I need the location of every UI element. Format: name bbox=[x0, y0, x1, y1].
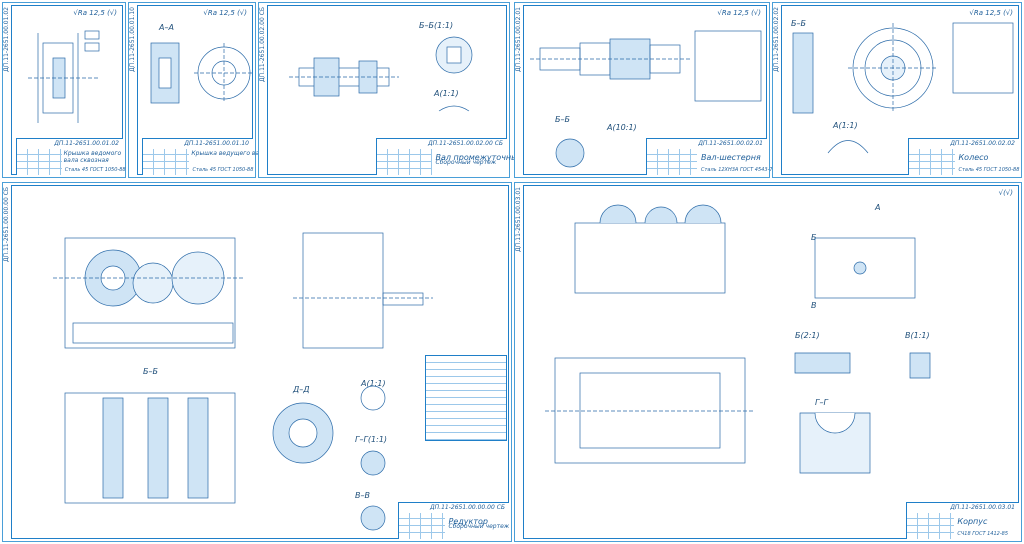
drawing-code: ДП.11-2651.00.00.00 СБ bbox=[429, 504, 505, 511]
drawing-subtitle: Сборочный чертеж bbox=[435, 158, 497, 166]
view-label-a11c: А(1:1) bbox=[361, 379, 386, 388]
drawing-title: Вал промежуточный bbox=[435, 153, 523, 163]
part-drawing bbox=[545, 204, 931, 474]
drawing-sheet-gear-shaft: ДП.11-2651.00.02.01 √Ra 12,5 (√) Б–Б А(1… bbox=[514, 2, 776, 178]
drawing-sheet-housing: ДП.11-2651.00.03.01 √(√) А Б В Б(2:1) В(… bbox=[514, 182, 1022, 542]
drawing-code: ДП.11-2651.00.02.00 СБ bbox=[427, 140, 503, 147]
drawing-code: ДП.11-2651.00.03.01 bbox=[950, 504, 1015, 511]
part-drawing bbox=[792, 22, 1014, 154]
drawing-material: Сталь 45 ГОСТ 1050-88 bbox=[958, 167, 1020, 173]
view-label-bb1: Б–Б(1:1) bbox=[419, 21, 454, 30]
drawing-code: ДП.11-2651.00.01.10 bbox=[184, 140, 249, 147]
view-label-aa: А–А bbox=[159, 23, 174, 32]
roughness-mark: √(√) bbox=[998, 189, 1013, 197]
assembly-drawing bbox=[53, 232, 433, 531]
drawing-title: Колесо bbox=[958, 153, 989, 163]
title-block: ДП.11-2651.00.03.01 Корпус СЧ18 ГОСТ 141… bbox=[906, 502, 1019, 539]
drawing-material: Сталь 45 ГОСТ 1050-88 bbox=[192, 167, 254, 173]
drawing-code: ДП.11-2651.00.02.02 bbox=[950, 140, 1015, 147]
part-drawing bbox=[530, 30, 762, 168]
drawing-title: Крышка ведущего вала bbox=[191, 149, 267, 157]
drawing-sheet-reducer-assembly: ДП.11-2651.00.00.00 СБ Б–Б Д–Д А(1:1) Г–… bbox=[2, 182, 512, 542]
drawing-title: Корпус bbox=[957, 517, 988, 527]
view-label-a11: А(1:1) bbox=[434, 89, 459, 98]
part-drawing bbox=[150, 42, 254, 104]
drawing-title: Крышка ведомого вала сквозная bbox=[63, 149, 122, 164]
drawing-sheet-cover-driven: ДП.11-2651.00.01.02 √Ra 12,5 (√) ДП.11-2… bbox=[2, 2, 126, 178]
drawing-subtitle: Сборочный чертеж bbox=[448, 522, 510, 530]
drawing-material: Сталь 12ХН3А ГОСТ 4543-71 bbox=[701, 167, 776, 173]
title-block: ДП.11-2651.00.01.10 Крышка ведущего вала… bbox=[142, 138, 267, 175]
drawing-code: ДП.11-2651.00.01.02 bbox=[54, 140, 119, 147]
view-label-v: В bbox=[811, 301, 817, 310]
roughness-mark: √Ra 12,5 (√) bbox=[73, 9, 117, 17]
title-block: ДП.11-2651.00.00.00 СБ Редуктор Сборочны… bbox=[398, 502, 509, 539]
assembly-drawing bbox=[289, 36, 473, 112]
roughness-mark: √Ra 12,5 (√) bbox=[969, 9, 1013, 17]
view-label-bb-section: Б–Б bbox=[143, 367, 158, 376]
drawing-sheet-cover-drive: ДП.11-2651.00.01.10 √Ra 12,5 (√) А–А ДП.… bbox=[128, 2, 267, 178]
drawing-sheet-intermediate-shaft: ДП.11-2651.00.02.00 СБ Б–Б(1:1) А(1:1) Д… bbox=[258, 2, 523, 178]
drawing-material: СЧ18 ГОСТ 1412-85 bbox=[957, 531, 1009, 537]
title-block: ДП.11-2651.00.02.01 Вал-шестерня Сталь 1… bbox=[646, 138, 776, 175]
title-block: ДП.11-2651.00.02.00 СБ Вал промежуточный… bbox=[376, 138, 523, 175]
drawing-title: Вал-шестерня bbox=[701, 153, 761, 163]
view-label-b21: Б(2:1) bbox=[795, 331, 820, 340]
view-label-bb: Б–Б bbox=[555, 115, 570, 124]
view-label-v11: В(1:1) bbox=[905, 331, 930, 340]
view-label-b: Б bbox=[811, 233, 817, 242]
view-label-gg: Г–Г(1:1) bbox=[355, 435, 388, 444]
view-label-a101: А(10:1) bbox=[607, 123, 637, 132]
view-label-vv: В–В bbox=[355, 491, 370, 500]
drawing-code: ДП.11-2651.00.02.01 bbox=[698, 140, 763, 147]
title-block: ДП.11-2651.00.01.02 Крышка ведомого вала… bbox=[16, 138, 126, 175]
title-block: ДП.11-2651.00.02.02 Колесо Сталь 45 ГОСТ… bbox=[908, 138, 1019, 175]
technical-characteristics-table bbox=[425, 355, 507, 441]
drawing-title: Редуктор bbox=[448, 517, 488, 527]
part-drawing bbox=[28, 30, 100, 123]
roughness-mark: √Ra 12,5 (√) bbox=[717, 9, 761, 17]
view-label-a: А bbox=[875, 203, 881, 212]
drawing-sheet-gear-wheel: ДП.11-2651.00.02.02 √Ra 12,5 (√) Б–Б А(1… bbox=[772, 2, 1022, 178]
roughness-mark: √Ra 12,5 (√) bbox=[203, 9, 247, 17]
view-label-a11b: А(1:1) bbox=[833, 121, 858, 130]
view-label-bb2: Б–Б bbox=[791, 19, 806, 28]
view-label-dd: Д–Д bbox=[293, 385, 310, 394]
drawing-material: Сталь 45 ГОСТ 1050-88 bbox=[64, 167, 126, 173]
view-label-gg2: Г–Г bbox=[815, 398, 828, 407]
